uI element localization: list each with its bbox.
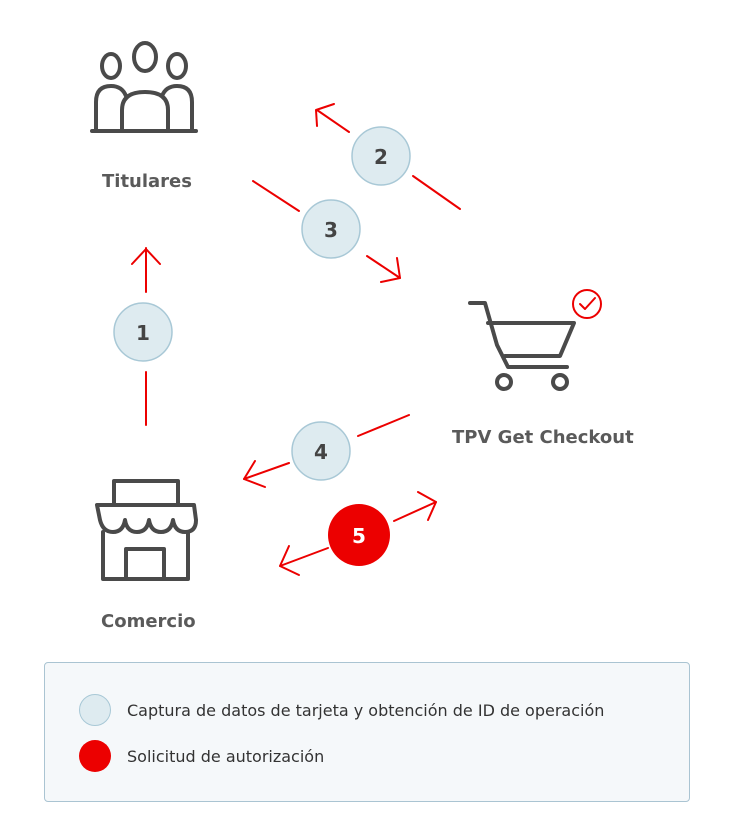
step-4-number: 4 xyxy=(314,440,328,464)
arrow-3 xyxy=(252,180,401,283)
step-5-number: 5 xyxy=(352,524,366,548)
step-1-number: 1 xyxy=(136,321,150,345)
store-icon xyxy=(95,479,198,581)
step-2-number: 2 xyxy=(374,145,388,169)
arrow-1 xyxy=(131,247,161,426)
arrow-4 xyxy=(243,414,410,488)
legend-item-auth: Solicitud de autorización xyxy=(79,740,324,772)
legend-swatch-capture xyxy=(79,694,111,726)
arrow-5 xyxy=(279,491,437,576)
step-3-number: 3 xyxy=(324,218,338,242)
step-3-badge: 3 xyxy=(301,199,361,259)
legend-label-auth: Solicitud de autorización xyxy=(127,746,325,766)
step-1-badge: 1 xyxy=(113,302,173,362)
step-5-badge: 5 xyxy=(328,504,390,566)
shopping-cart-icon xyxy=(468,301,576,391)
step-2-badge: 2 xyxy=(351,126,411,186)
titulares-label: Titulares xyxy=(102,171,192,192)
tpv-get-checkout-label: TPV Get Checkout xyxy=(452,427,634,448)
people-icon xyxy=(90,41,198,133)
arrow-2 xyxy=(315,103,461,210)
legend-item-capture: Captura de datos de tarjeta y obtención … xyxy=(79,694,604,726)
comercio-label: Comercio xyxy=(101,611,196,632)
flow-diagram: 1 2 3 4 5 xyxy=(90,41,602,581)
legend-label-capture: Captura de datos de tarjeta y obtención … xyxy=(127,700,605,720)
step-4-badge: 4 xyxy=(291,421,351,481)
legend: Captura de datos de tarjeta y obtención … xyxy=(44,662,690,802)
legend-swatch-auth xyxy=(79,740,111,772)
check-circle-icon xyxy=(572,289,602,319)
